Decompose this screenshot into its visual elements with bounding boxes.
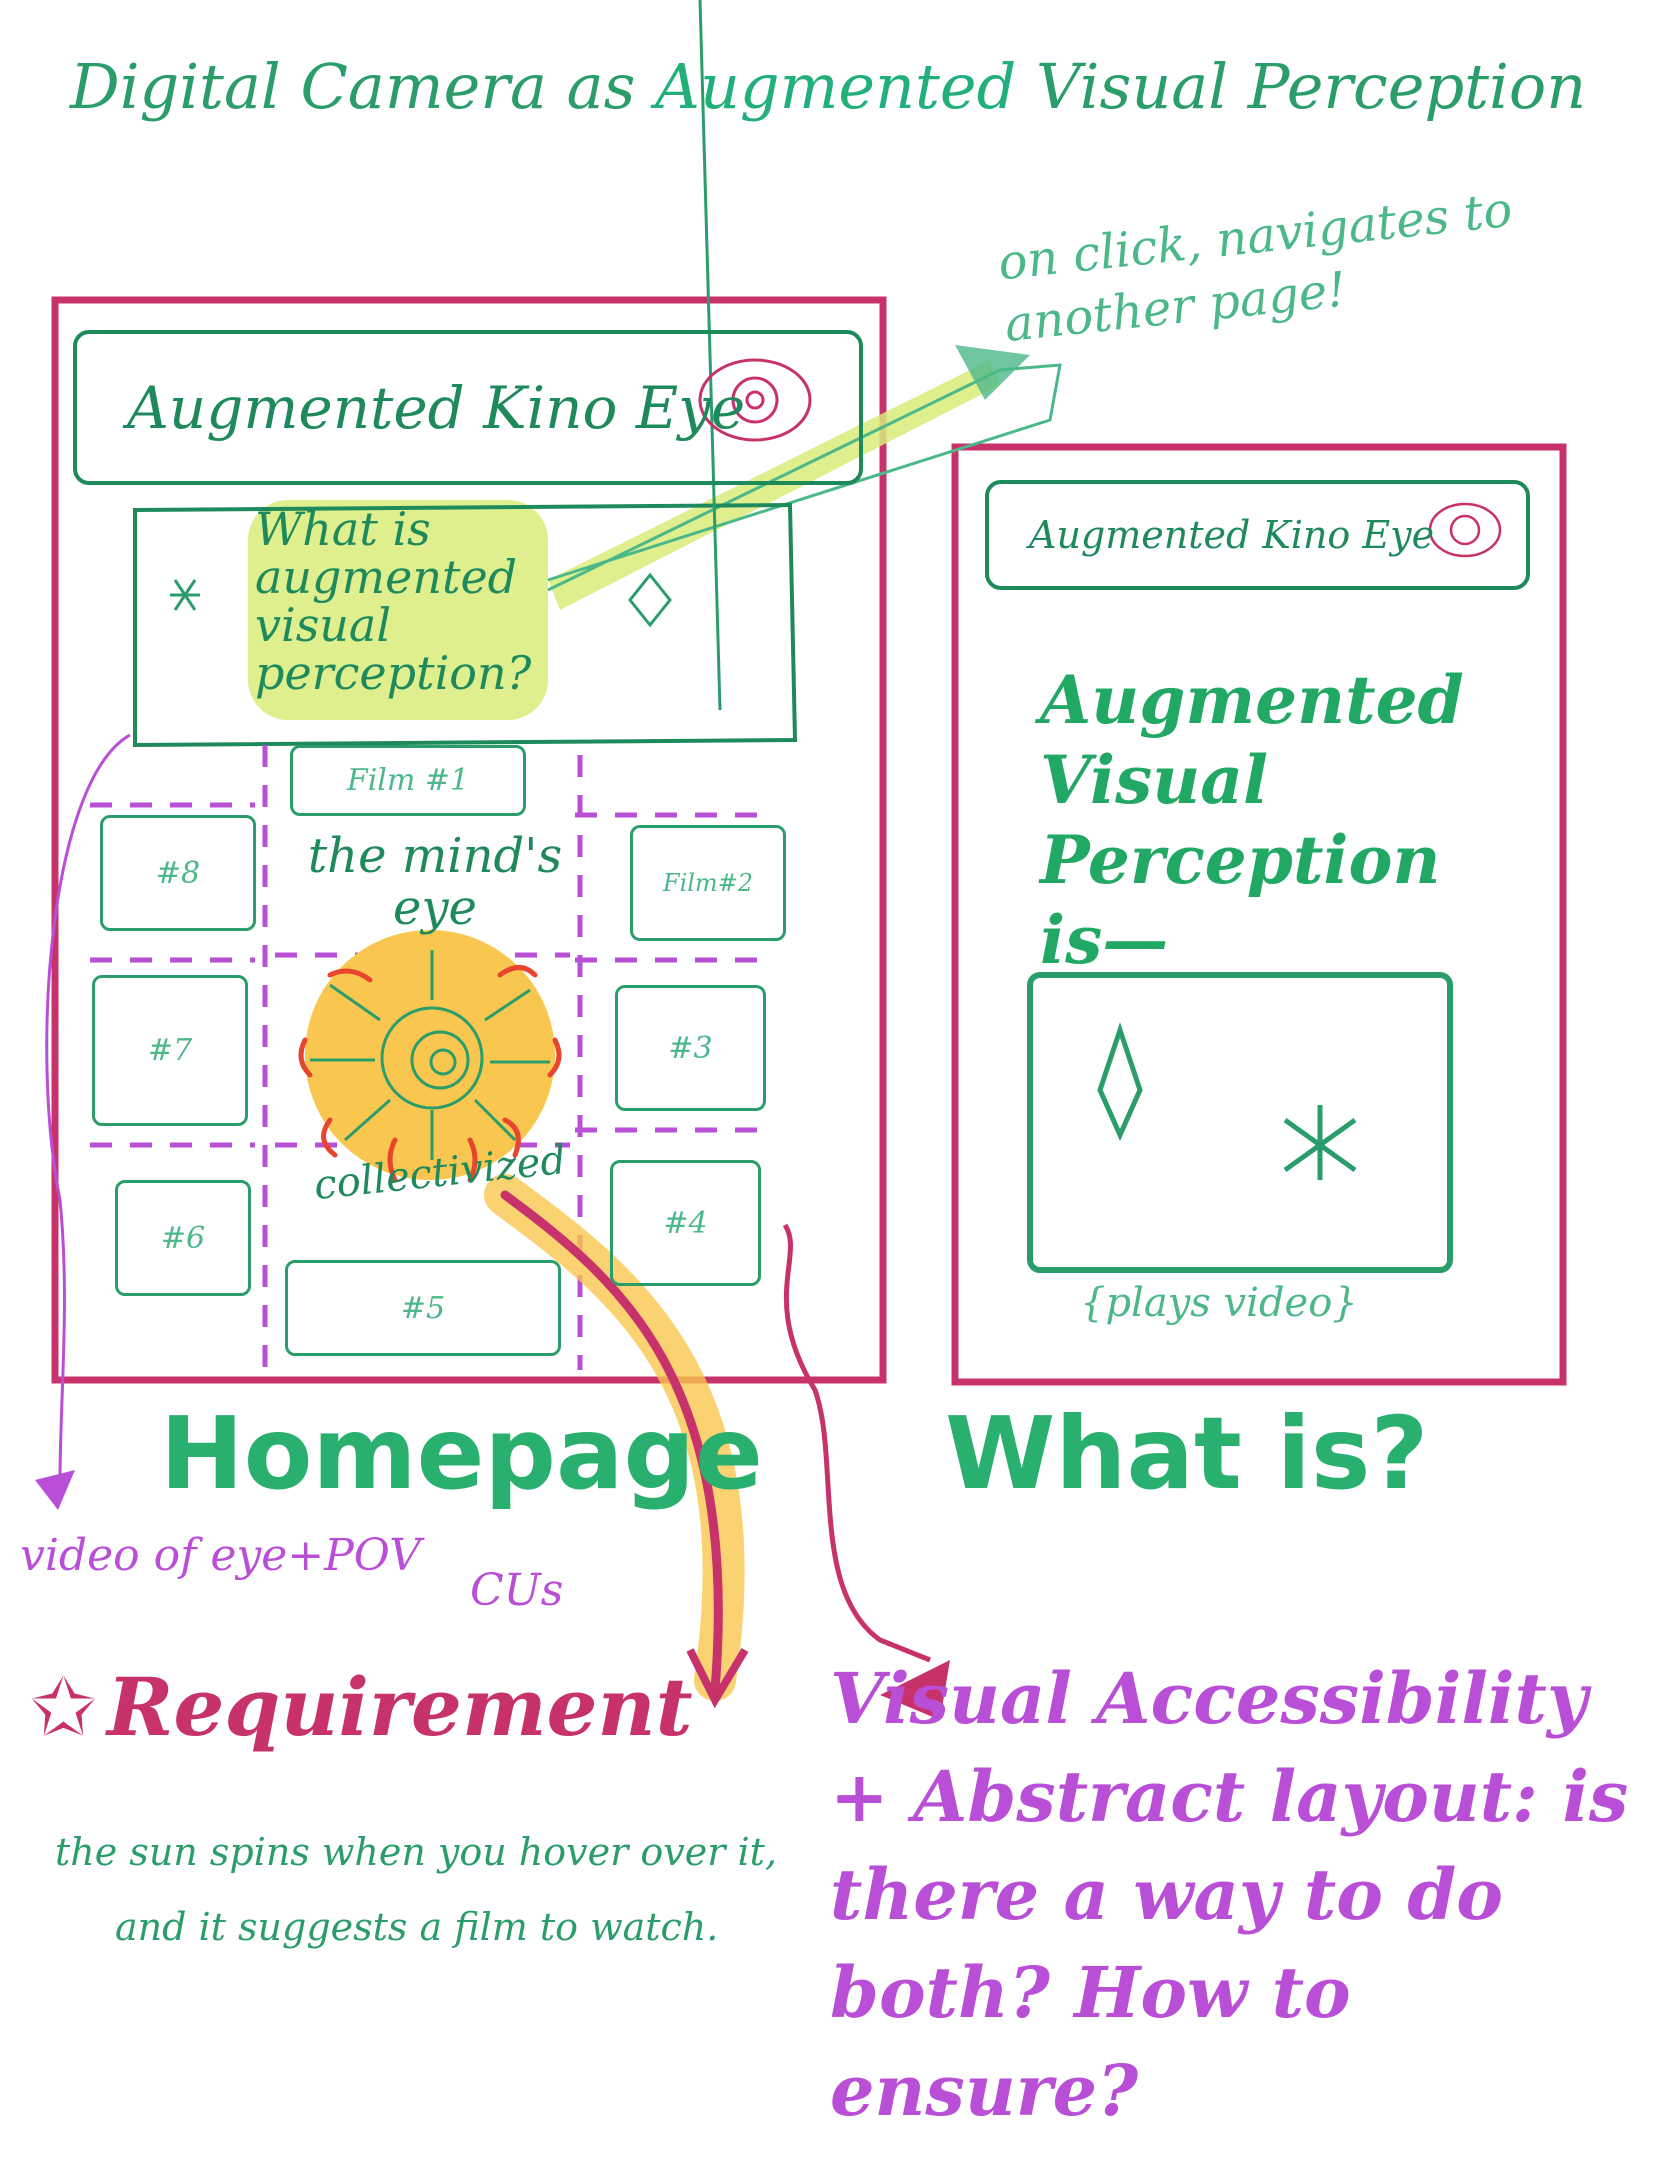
accessibility-arrow	[782, 1223, 931, 1663]
center-top-text: the mind's eye	[307, 828, 563, 936]
video-note-arrow	[45, 733, 131, 1481]
eye-logo-icon	[698, 358, 812, 442]
accessibility-note: Visual Accessibility + Abstract layout: …	[830, 1657, 1629, 2132]
video-sparkle-icon	[1097, 1022, 1143, 1142]
film-tile-7[interactable]: #7	[92, 975, 248, 1126]
whatis-heading: Augmented Visual Perception is—	[1040, 661, 1464, 979]
video-asterisk-icon	[1283, 1105, 1357, 1180]
accessibility-arrowhead	[880, 1660, 950, 1720]
homepage-header-text: Augmented Kino Eye	[127, 373, 746, 442]
video-note-a: video of eye+POV	[20, 1530, 421, 1581]
question-decor	[170, 0, 722, 711]
film-tile-8[interactable]: #8	[100, 815, 256, 931]
requirement-text-2: and it suggests a film to watch.	[115, 1905, 719, 1949]
click-arrowhead	[955, 345, 1030, 400]
requirement-arrowhead	[686, 1647, 749, 1709]
star-icon: ✩	[30, 1660, 98, 1754]
question-link[interactable]: What is augmented visual perception?	[255, 502, 532, 700]
homepage-frame	[51, 296, 887, 1384]
click-arrow-line	[547, 363, 1062, 592]
whatis-caption: {plays video}	[1080, 1280, 1358, 1326]
requirement-arrow	[500, 1190, 723, 1695]
video-note-b: CUs	[470, 1565, 564, 1616]
question-box	[133, 502, 798, 748]
film-tile-3[interactable]: #3	[615, 985, 766, 1111]
eye-logo-small-icon	[1428, 502, 1502, 558]
film-tile-1[interactable]: Film #1	[290, 745, 526, 816]
whatis-header-text: Augmented Kino Eye	[1029, 513, 1435, 557]
homepage-header[interactable]: Augmented Kino Eye	[73, 330, 863, 485]
video-note-arrowhead	[35, 1470, 75, 1510]
whatis-frame	[951, 443, 1567, 1386]
page-title: Digital Camera as Augmented Visual Perce…	[70, 50, 1586, 123]
title-part1: Digital Camera as	[70, 50, 636, 123]
film-tile-2[interactable]: Film#2	[630, 825, 786, 941]
video-box	[1027, 972, 1453, 1273]
sun-spiral	[310, 950, 550, 1160]
title-part3: Visual Perception	[1036, 50, 1587, 123]
question-highlight	[248, 500, 548, 720]
whatis-label: What is?	[945, 1395, 1429, 1512]
requirement-text-1: the sun spins when you hover over it,	[55, 1830, 777, 1874]
sun-rays	[298, 965, 562, 1183]
homepage-label: Homepage	[160, 1395, 763, 1512]
requirement-heading: ✩ Requirement	[30, 1660, 693, 1754]
film-tile-5[interactable]: #5	[285, 1260, 561, 1356]
film-tile-6[interactable]: #6	[115, 1180, 251, 1296]
highlight-arrow	[548, 360, 1000, 610]
requirement-title: Requirement	[107, 1660, 693, 1754]
title-part2: Augmented	[655, 50, 1017, 123]
whatis-header[interactable]: Augmented Kino Eye	[985, 480, 1530, 590]
film-tile-4[interactable]: #4	[610, 1160, 761, 1286]
